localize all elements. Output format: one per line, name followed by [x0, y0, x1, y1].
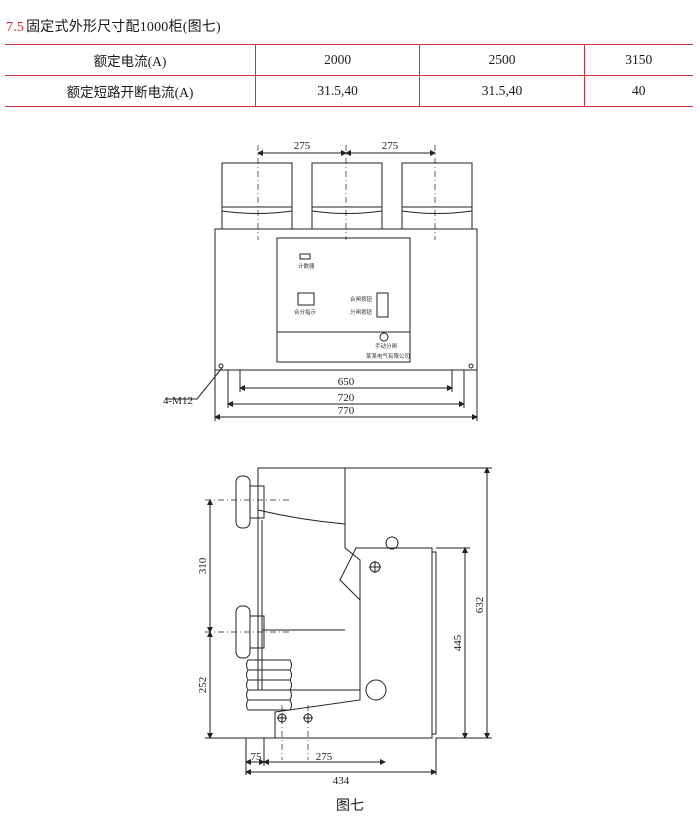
dim-310: 310	[197, 557, 209, 574]
dim-434: 434	[333, 775, 350, 785]
table-cell: 2000	[255, 44, 421, 76]
manual-trip-label: 手动分闸	[375, 342, 397, 350]
close-button-label: 合闸按钮	[350, 295, 373, 303]
table-cell: 40	[584, 75, 693, 107]
dim-770: 770	[338, 405, 355, 417]
table-cell: 31.5,40	[255, 75, 421, 107]
table-cell: 3150	[584, 44, 693, 76]
close-open-buttons	[376, 292, 389, 318]
table-row: 额定电流(A) 2000 2500 3150	[5, 44, 693, 76]
section-title: 固定式外形尺寸配1000柜(图七)	[26, 20, 221, 35]
dim-720: 720	[338, 392, 355, 404]
dim-275-depth: 275	[316, 751, 333, 763]
section-number: 7.5	[6, 20, 25, 35]
dim-632: 632	[474, 597, 486, 614]
front-view-drawing: 275 275 650 720 770 4-M12 计数器 合分指示 合闸按钮 …	[163, 140, 478, 421]
upper-terminal	[235, 475, 251, 529]
top-lug	[385, 536, 399, 550]
dim-650: 650	[338, 376, 355, 388]
indicator-window	[297, 292, 315, 306]
table-row: 额定短路开断电流(A) 31.5,40 31.5,40 40	[5, 75, 693, 107]
pole-left	[221, 162, 293, 230]
mech-handle	[365, 679, 387, 701]
control-panel	[276, 237, 411, 363]
pole-column	[257, 467, 361, 691]
dim-75: 75	[251, 751, 263, 763]
row-label: 额定短路开断电流(A)	[5, 75, 256, 107]
dim-275-right: 275	[382, 140, 399, 152]
figure-caption: 图七	[336, 799, 364, 814]
breaker-body	[214, 228, 478, 371]
spec-table: 额定电流(A) 2000 2500 3150 额定短路开断电流(A) 31.5,…	[5, 44, 693, 107]
dim-445: 445	[452, 634, 464, 651]
row-label: 额定电流(A)	[5, 44, 256, 76]
mechanism-box	[274, 547, 433, 739]
pole-middle	[311, 162, 383, 230]
insulator-bellows	[246, 659, 292, 711]
counter-window	[299, 253, 311, 260]
table-cell: 2500	[419, 44, 585, 76]
counter-label: 计数器	[298, 262, 315, 270]
maker-label: 某某电气有限公司	[366, 352, 410, 360]
manual-trip	[379, 332, 389, 342]
pole-right	[401, 162, 473, 230]
dim-252: 252	[197, 677, 209, 694]
dim-275-left: 275	[294, 140, 311, 152]
table-cell: 31.5,40	[419, 75, 585, 107]
bolt-spec-label: 4-M12	[163, 395, 193, 407]
side-view-drawing: 310 252 445 632 75 275 434	[197, 467, 492, 785]
open-button-label: 分闸按钮	[350, 308, 373, 316]
indicator-label: 合分指示	[294, 308, 317, 316]
